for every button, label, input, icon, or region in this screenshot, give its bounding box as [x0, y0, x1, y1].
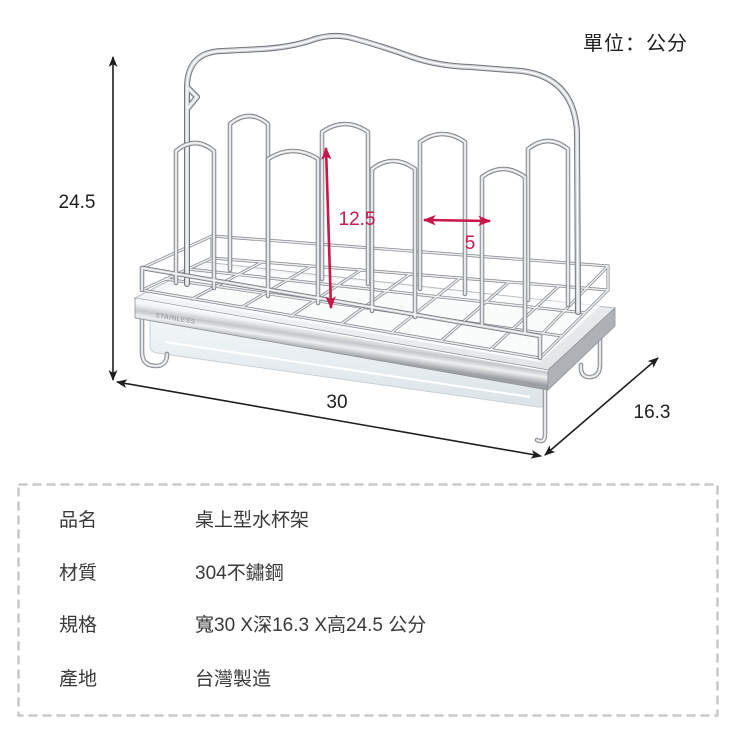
spec-value: 寬30 X深16.3 X高24.5 公分: [195, 615, 427, 636]
spec-table: 品名 桌上型水杯架 材質 304不鏽鋼 規格 寬30 X深16.3 X高24.5…: [17, 483, 719, 717]
dimension-annotations: 24.5 30 16.3 12.5 5: [59, 55, 671, 459]
spec-value: 桌上型水杯架: [195, 510, 310, 531]
holder-height-arrow: [321, 146, 336, 310]
spec-label: 規格: [59, 615, 98, 636]
spec-label: 材質: [59, 563, 98, 584]
holder-spacing-arrow: [422, 214, 492, 227]
holder-height-label: 12.5: [339, 209, 376, 230]
depth-label: 16.3: [634, 402, 671, 423]
rack-illustration: STAINLESS 24.5 30 16.3 12.5 5: [59, 0, 671, 459]
width-label: 30: [326, 392, 347, 413]
depth-dimension-line: [544, 357, 659, 456]
spec-label: 品名: [59, 510, 98, 531]
height-label: 24.5: [59, 192, 96, 213]
unit-label: 單位：公分: [583, 33, 688, 55]
tray-edge-highlight: [135, 298, 549, 372]
spec-row-size: 規格 寬30 X深16.3 X高24.5 公分: [17, 614, 719, 638]
spec-table-dashed-border: [17, 483, 719, 717]
spec-row-origin: 產地 台灣製造: [17, 668, 719, 692]
holder-spacing-label: 5: [465, 233, 476, 254]
width-dimension-line: [115, 379, 543, 459]
spec-value: 304不鏽鋼: [195, 563, 284, 584]
spec-row-material: 材質 304不鏽鋼: [17, 562, 719, 586]
spec-row-product-name: 品名 桌上型水杯架: [17, 509, 719, 533]
spec-label: 產地: [59, 669, 98, 690]
spec-value: 台灣製造: [195, 669, 272, 690]
dashed-frame: [17, 483, 719, 717]
